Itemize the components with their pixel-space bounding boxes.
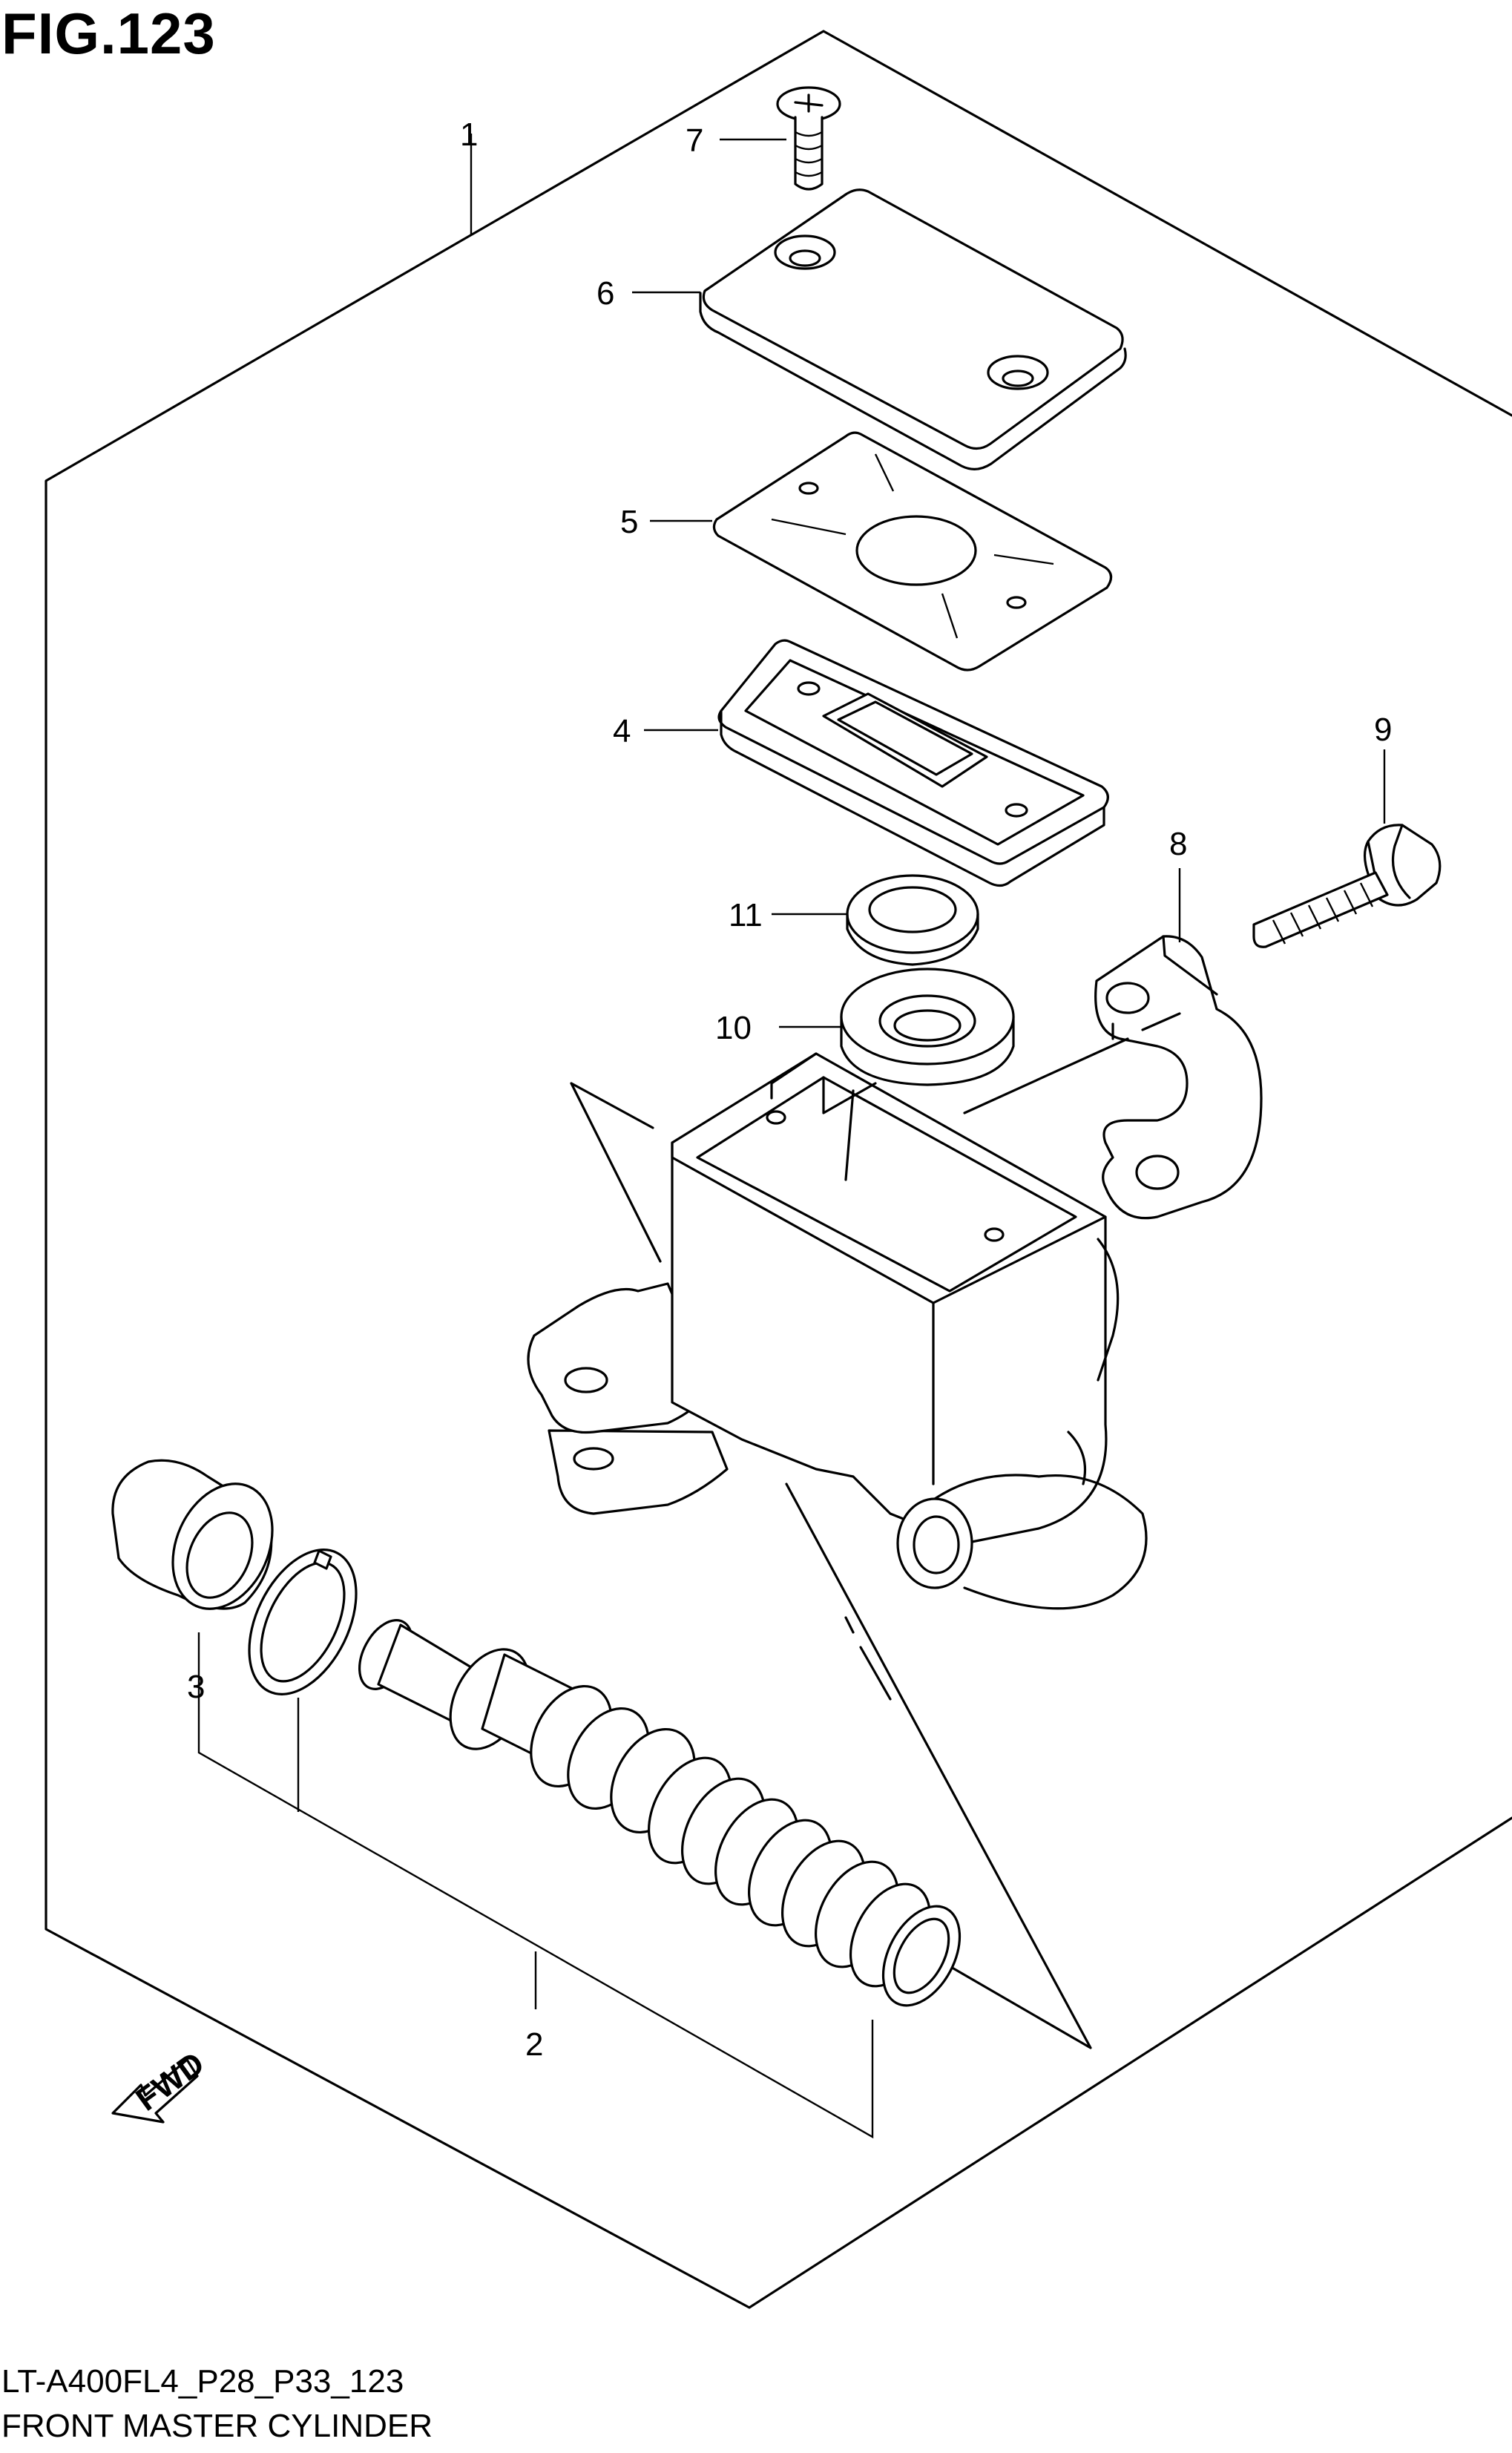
footer-figure-name: FRONT MASTER CYLINDER [1, 2408, 433, 2444]
spring [647, 1756, 962, 2007]
callout-3: 3 [187, 1669, 205, 1705]
callout-4: 4 [613, 713, 631, 749]
callout-labels: 1 2 3 4 5 6 7 8 9 10 11 [187, 116, 1392, 2063]
callout-10: 10 [715, 1010, 752, 1046]
diaphragm-plate-part-5 [712, 431, 1113, 671]
circlip [248, 1549, 358, 1695]
assembly-boundary [45, 30, 1512, 2309]
alignment-line-left [570, 1082, 662, 1263]
callout-8: 8 [1169, 826, 1187, 862]
footer-figure-code: LT-A400FL4_P28_P33_123 [1, 2363, 404, 2400]
bolt-part-9 [1252, 824, 1442, 948]
callout-6: 6 [596, 275, 614, 312]
diaphragm-part-4 [717, 639, 1109, 887]
master-cylinder-body [527, 1052, 1148, 1610]
fwd-direction-arrow: FWD [111, 2045, 211, 2124]
bushing-part-10 [840, 968, 1015, 1086]
callout-9: 9 [1374, 712, 1392, 748]
o-ring-part-11 [846, 874, 979, 966]
callout-1: 1 [460, 116, 478, 153]
boot-part-3 [111, 1459, 274, 1610]
reservoir-cap-part-6 [699, 188, 1127, 470]
alignment-line-bore [785, 1482, 1092, 2049]
callout-5: 5 [620, 504, 638, 540]
callout-11: 11 [729, 897, 763, 933]
screw-part-7 [776, 86, 841, 191]
figure-title: FIG.123 [1, 1, 216, 66]
leader-lines [197, 134, 1386, 2139]
callout-7: 7 [686, 122, 703, 159]
alignment-line-upper [963, 1012, 1181, 1114]
clamp-part-8 [1094, 935, 1263, 1220]
piston-assembly [358, 1619, 962, 2007]
callout-2: 2 [525, 2026, 543, 2063]
